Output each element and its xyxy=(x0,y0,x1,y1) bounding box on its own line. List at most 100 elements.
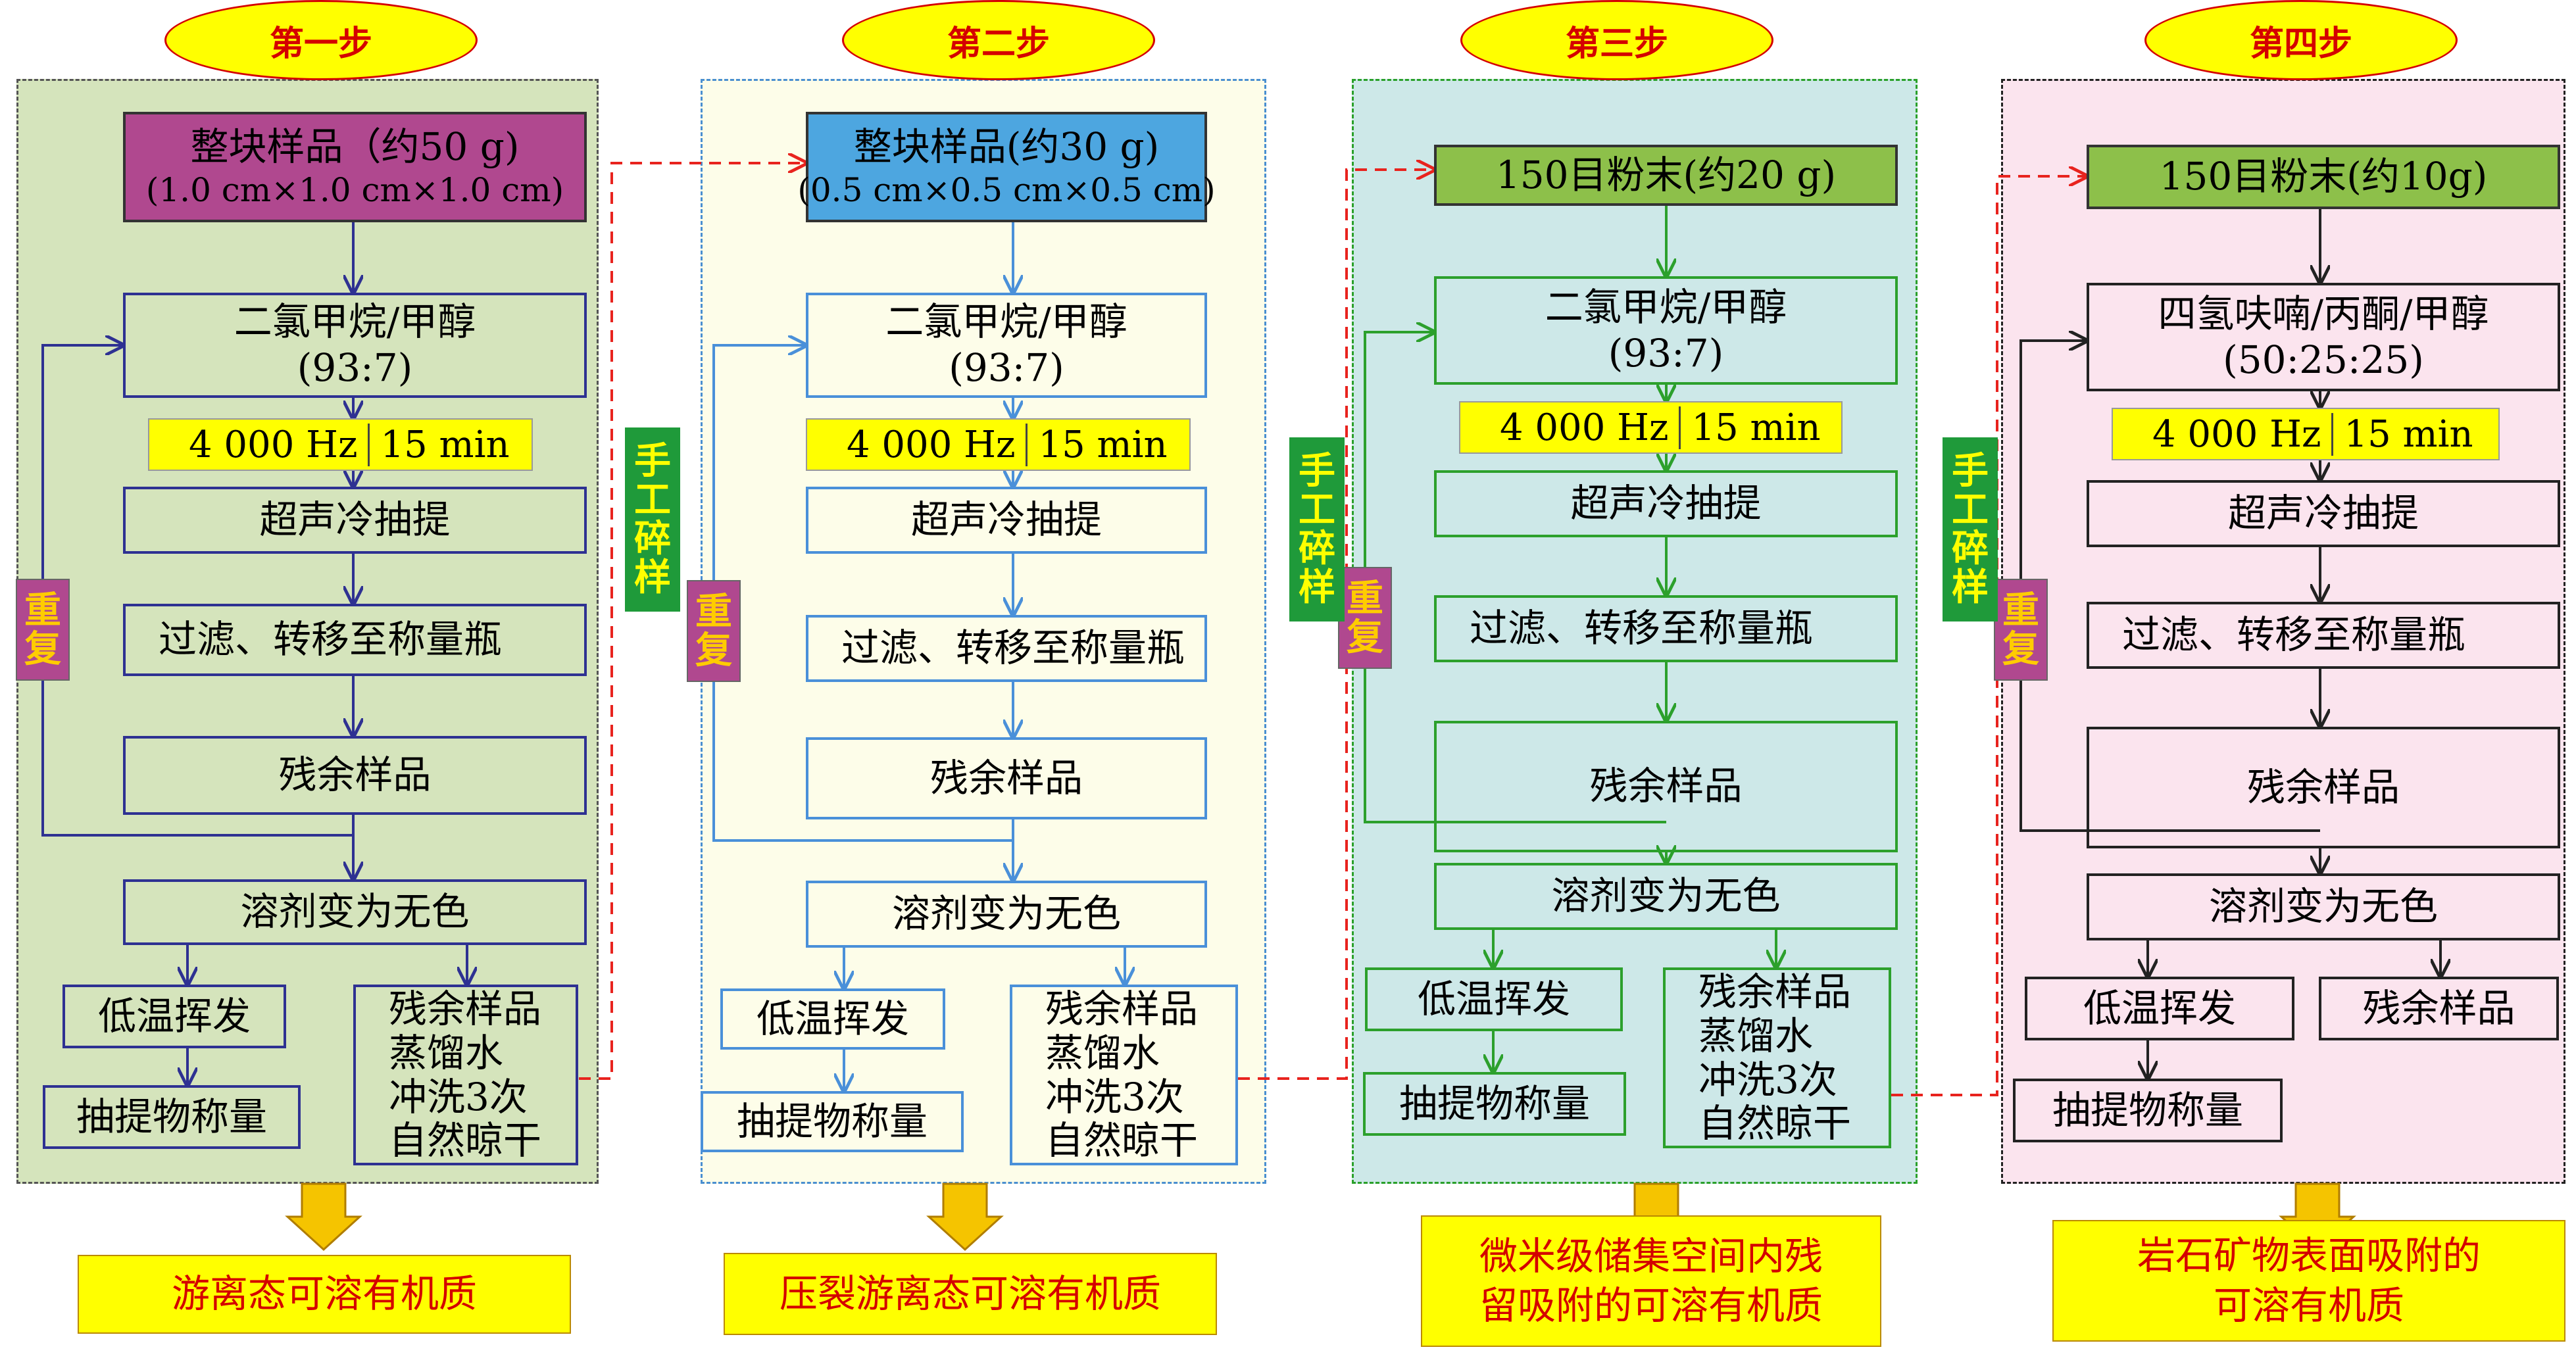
solvent-line-1: 二氯甲烷/甲醇 xyxy=(234,299,476,345)
solvent-box: 二氯甲烷/甲醇(93:7) xyxy=(806,293,1207,398)
filter-label: 过滤、转移至称量瓶 xyxy=(2122,612,2466,658)
step-badge-label: 第三步 xyxy=(1565,23,1668,64)
step-badge: 第一步 xyxy=(164,0,478,80)
wash-line: 残余样品 xyxy=(1045,986,1199,1032)
wash-line: 自然晾干 xyxy=(1045,1118,1199,1163)
step-badge-label: 第四步 xyxy=(2249,23,2352,64)
step-panel xyxy=(1352,79,1918,1184)
weigh-box: 抽提物称量 xyxy=(2013,1079,2283,1142)
hand-crush-tag: 手工碎样 xyxy=(625,427,680,612)
wash-line: 残余样品 xyxy=(389,986,542,1032)
repeat-char: 复 xyxy=(24,627,61,671)
step-panel xyxy=(16,79,599,1184)
wash-line: 冲洗3次 xyxy=(1698,1057,1837,1102)
frequency-value: 4 000 Hz xyxy=(2113,412,2334,456)
wash-line: 蒸馏水 xyxy=(389,1030,504,1075)
result-box: 微米级储集空间内残留吸附的可溶有机质 xyxy=(1421,1215,1881,1347)
solvent-box: 二氯甲烷/甲醇(93:7) xyxy=(123,293,587,398)
hand-crush-char: 样 xyxy=(1299,565,1335,609)
hand-crush-char: 手 xyxy=(1299,449,1335,493)
sample-line-1: 150目粉末(约10g) xyxy=(2159,154,2488,199)
solvent-line-2: (93:7) xyxy=(1608,330,1724,376)
hand-crush-char: 工 xyxy=(1952,488,1989,532)
duration-value: 15 min xyxy=(380,423,510,466)
solvent-line-2: (93:7) xyxy=(949,345,1064,390)
solvent-line-1: 二氯甲烷/甲醇 xyxy=(1545,284,1787,329)
ultrasonic-label: 超声冷抽提 xyxy=(259,497,451,543)
hand-crush-char: 工 xyxy=(1299,488,1335,532)
residue-label: 残余样品 xyxy=(278,752,432,798)
wash-line: 自然晾干 xyxy=(1698,1101,1852,1146)
step-panel xyxy=(2001,79,2565,1184)
step-badge: 第二步 xyxy=(842,0,1155,80)
filter-box: 过滤、转移至称量瓶 xyxy=(1434,595,1898,662)
evaporate-label: 低温挥发 xyxy=(1417,976,1570,1021)
ultrasonic-box: 超声冷抽提 xyxy=(1434,470,1898,537)
wash-line: 蒸馏水 xyxy=(1045,1030,1160,1075)
solvent-line-2: (50:25:25) xyxy=(2223,337,2424,382)
hand-crush-tag: 手工碎样 xyxy=(1289,437,1345,621)
repeat-char: 复 xyxy=(1347,615,1383,659)
filter-box: 过滤、转移至称量瓶 xyxy=(123,604,587,676)
frequency-value: 4 000 Hz xyxy=(149,423,370,466)
hand-crush-char: 样 xyxy=(1952,565,1989,609)
residue-label: 残余样品 xyxy=(929,755,1083,800)
wash-line: 自然晾干 xyxy=(389,1118,542,1163)
filter-label: 过滤、转移至称量瓶 xyxy=(1470,606,1814,651)
result-arrow xyxy=(285,1182,362,1252)
filter-label: 过滤、转移至称量瓶 xyxy=(159,617,503,662)
repeat-char: 重 xyxy=(1347,576,1383,620)
colorless-label: 溶剂变为无色 xyxy=(240,889,470,935)
repeat-char: 复 xyxy=(2002,627,2039,671)
evaporate-box: 低温挥发 xyxy=(1365,967,1623,1031)
sample-line-2: (1.0 cm×1.0 cm×1.0 cm) xyxy=(145,170,564,209)
sample-line-1: 150目粉末(约20 g) xyxy=(1495,152,1837,197)
colorless-label: 溶剂变为无色 xyxy=(1551,873,1781,919)
solvent-box: 四氢呋喃/丙酮/甲醇(50:25:25) xyxy=(2087,283,2560,391)
evaporate-box: 低温挥发 xyxy=(720,988,945,1050)
colorless-label: 溶剂变为无色 xyxy=(891,891,1121,937)
sample-box: 整块样品（约50 g)(1.0 cm×1.0 cm×1.0 cm) xyxy=(123,112,587,222)
residue-box: 残余样品 xyxy=(123,736,587,815)
solvent-line-1: 二氯甲烷/甲醇 xyxy=(885,299,1127,345)
repeat-char: 复 xyxy=(695,628,732,672)
wash-box: 残余样品 xyxy=(2319,977,2559,1040)
colorless-label: 溶剂变为无色 xyxy=(2208,884,2438,929)
repeat-tag: 重复 xyxy=(687,580,741,682)
wash-line: 残余样品 xyxy=(1698,969,1852,1015)
result-line: 岩石矿物表面吸附的 xyxy=(2137,1233,2481,1279)
repeat-tag: 重复 xyxy=(1338,567,1392,669)
result-box: 游离态可溶有机质 xyxy=(78,1255,571,1334)
duration-value: 15 min xyxy=(2344,412,2473,456)
ultrasonic-label: 超声冷抽提 xyxy=(1570,481,1762,526)
solvent-line-2: (93:7) xyxy=(297,345,413,390)
hand-crush-char: 样 xyxy=(634,555,671,599)
wash-box: 残余样品蒸馏水冲洗3次自然晾干 xyxy=(1663,967,1891,1148)
step-badge-label: 第一步 xyxy=(269,23,372,64)
frequency-value: 4 000 Hz xyxy=(1460,406,1681,449)
residue-label: 残余样品 xyxy=(1589,764,1743,809)
result-line: 可溶有机质 xyxy=(2213,1282,2404,1328)
solvent-line-1: 四氢呋喃/丙酮/甲醇 xyxy=(2158,291,2489,336)
wash-box: 残余样品蒸馏水冲洗3次自然晾干 xyxy=(1010,985,1238,1165)
hand-crush-char: 工 xyxy=(634,478,671,522)
sample-line-2: (0.5 cm×0.5 cm×0.5 cm) xyxy=(797,170,1216,209)
weigh-box: 抽提物称量 xyxy=(701,1091,964,1152)
handcrush-connector xyxy=(1238,170,1434,1080)
repeat-char: 重 xyxy=(24,588,61,632)
step-badge: 第三步 xyxy=(1460,0,1773,80)
step-badge-label: 第二步 xyxy=(947,23,1050,64)
ultrasonic-box: 超声冷抽提 xyxy=(2087,480,2560,547)
result-arrow xyxy=(926,1182,1004,1252)
frequency-value: 4 000 Hz xyxy=(807,423,1028,466)
duration-value: 15 min xyxy=(1038,423,1168,466)
sample-line-1: 整块样品(约30 g) xyxy=(853,124,1160,170)
colorless-box: 溶剂变为无色 xyxy=(806,881,1207,948)
wash-box: 残余样品蒸馏水冲洗3次自然晾干 xyxy=(353,985,578,1165)
residue-label: 残余样品 xyxy=(2246,764,2400,810)
filter-box: 过滤、转移至称量瓶 xyxy=(2087,602,2560,669)
evaporate-box: 低温挥发 xyxy=(2025,977,2294,1040)
